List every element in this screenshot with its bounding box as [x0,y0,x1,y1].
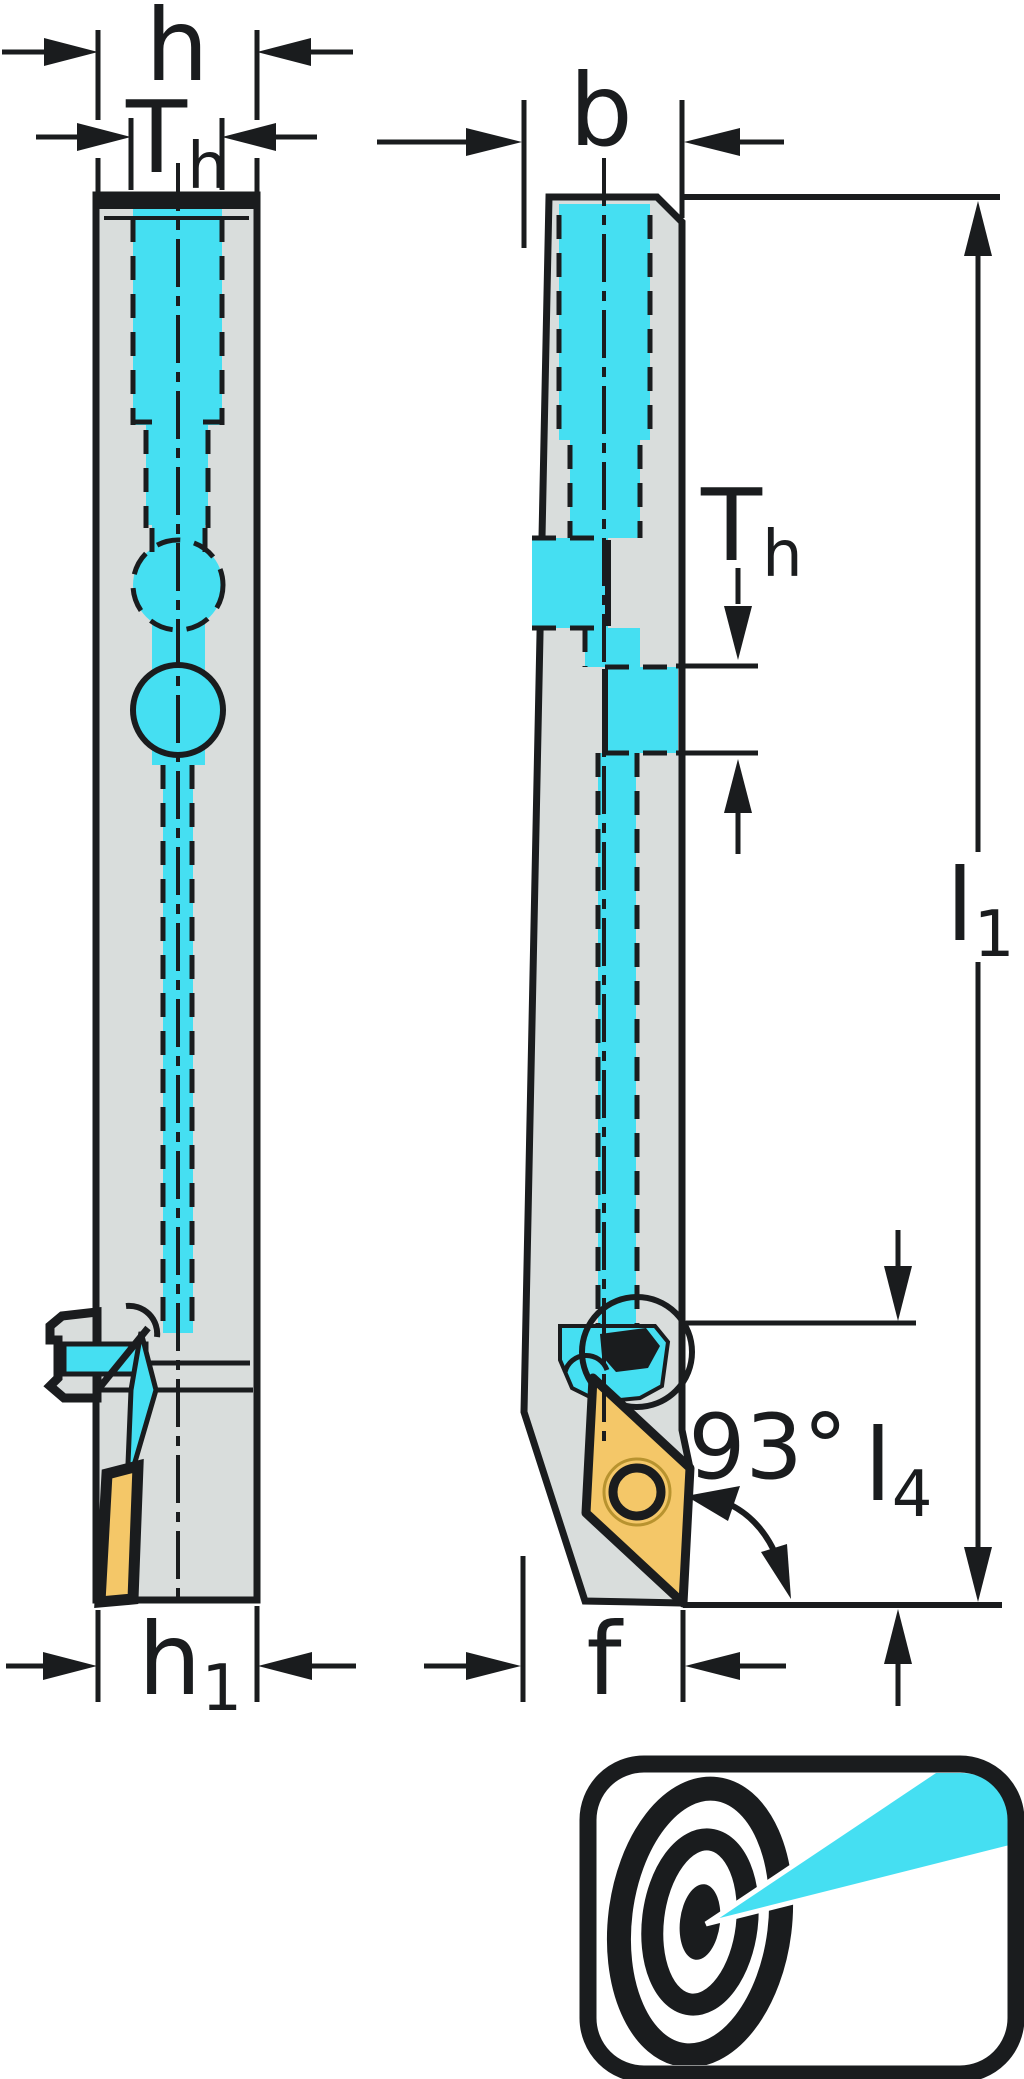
side-insert [94,1458,144,1609]
dim-h1-label: h1 [138,1601,242,1726]
front-clamp [600,1328,660,1372]
dim-th-top-label: Th [125,79,228,204]
dim-th-side: Th [676,467,803,854]
dim-l4: l4 [686,1230,933,1706]
arrowhead [222,123,276,151]
angle-label: 93° [688,1395,848,1500]
arrowhead [77,123,131,151]
arrowhead [684,128,740,156]
dim-l4-label: l4 [864,1407,933,1532]
dim-f: f [424,1556,786,1718]
front-clamp-boss [579,1294,695,1410]
arrowhead [44,38,98,66]
dim-h1: h1 [6,1601,356,1726]
dim-l1: l1 [946,201,1015,1602]
dim-angle-93: 93° [686,1395,848,1599]
coolant-jet-icon [704,1773,1008,1927]
dim-l1-label: l1 [946,847,1015,972]
view-side-holder [43,163,261,1609]
dim-h: h [2,0,353,192]
arrowhead [964,201,992,256]
arrowhead [884,1609,912,1664]
dim-b-label: b [569,52,632,169]
side-hidden-hole [130,537,226,633]
bullseye-icon [606,1776,794,2065]
arrowhead [724,606,752,660]
dim-b: b [377,52,784,248]
front-thread-pocket-right [605,667,678,753]
arrowhead [964,1547,992,1602]
arrowhead [686,1486,740,1521]
arrowhead [466,1652,521,1680]
front-thread-pocket-left [532,538,608,628]
dim-f-label: f [586,1601,624,1718]
arrowhead [258,1652,312,1680]
arrowhead [724,759,752,813]
coolant-target-icon [579,1755,1024,2079]
arrowhead [257,38,311,66]
arrowhead [43,1652,97,1680]
arrowhead [466,128,522,156]
front-insert-screw-hole [608,1463,666,1521]
arrowhead [761,1544,791,1599]
arrowhead [685,1652,740,1680]
view-front-holder [520,158,695,1608]
dim-th-side-label: Th [700,467,803,592]
dim-th-top: Th [36,79,317,204]
dim-h-label: h [145,0,208,104]
icon-border [579,1755,1024,2079]
arrowhead [884,1266,912,1321]
